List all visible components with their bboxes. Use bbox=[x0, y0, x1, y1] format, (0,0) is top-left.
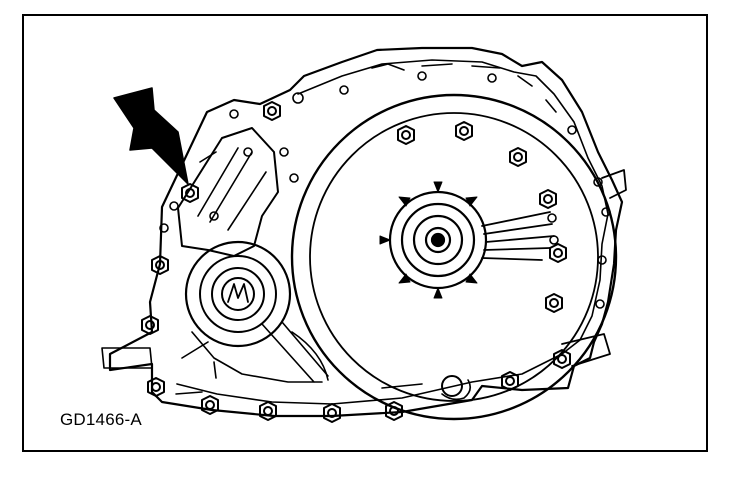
case-outline bbox=[108, 46, 624, 418]
drain-plug bbox=[441, 375, 463, 397]
differential-seal bbox=[199, 255, 277, 333]
lower-detail-curves bbox=[175, 331, 472, 401]
bolt bbox=[549, 243, 567, 263]
bolt bbox=[553, 349, 571, 369]
differential-housing bbox=[184, 240, 292, 348]
rail-end-2 bbox=[549, 235, 559, 245]
arrow-icon bbox=[113, 87, 189, 185]
input-shaft-gear-inner bbox=[412, 214, 464, 266]
lower-ribs bbox=[101, 321, 329, 383]
bolt bbox=[509, 147, 527, 167]
right-bracket bbox=[561, 333, 611, 367]
bell-housing-outer bbox=[290, 93, 618, 421]
bolt bbox=[147, 377, 165, 397]
shift-rails bbox=[481, 211, 555, 261]
rail-end-1 bbox=[547, 213, 557, 223]
bolt bbox=[539, 189, 557, 209]
bell-housing-inner bbox=[309, 112, 599, 402]
bolt bbox=[385, 401, 403, 421]
flange-holes bbox=[159, 71, 611, 309]
figure-id-label: GD1466-A bbox=[60, 410, 142, 429]
left-lobe-ribs bbox=[197, 147, 267, 231]
output-shaft-splines bbox=[227, 283, 249, 303]
output-shaft bbox=[221, 277, 255, 311]
bolt bbox=[263, 101, 281, 121]
differential-seal-inner bbox=[211, 267, 265, 321]
bell-housing-bolts bbox=[397, 121, 567, 313]
bolt bbox=[545, 293, 563, 313]
case-perimeter-bolts bbox=[141, 101, 571, 423]
bolt bbox=[323, 403, 341, 423]
left-lobe bbox=[177, 127, 279, 257]
transaxle-illustration bbox=[101, 46, 627, 423]
bolt bbox=[141, 315, 159, 335]
bolt bbox=[455, 121, 473, 141]
bolt bbox=[259, 401, 277, 421]
right-upper-tab bbox=[601, 169, 627, 199]
input-shaft-gear-mid bbox=[400, 202, 476, 278]
case-flange bbox=[176, 59, 609, 405]
flange-notch-top bbox=[371, 63, 557, 113]
input-shaft-bore bbox=[430, 232, 446, 248]
figure-frame: GD1466-A bbox=[22, 14, 708, 452]
input-shaft-hub bbox=[424, 226, 452, 254]
gear-teeth bbox=[379, 181, 478, 299]
bolt bbox=[501, 371, 519, 391]
bolt bbox=[397, 125, 415, 145]
bolt bbox=[201, 395, 219, 415]
bolt bbox=[151, 255, 169, 275]
